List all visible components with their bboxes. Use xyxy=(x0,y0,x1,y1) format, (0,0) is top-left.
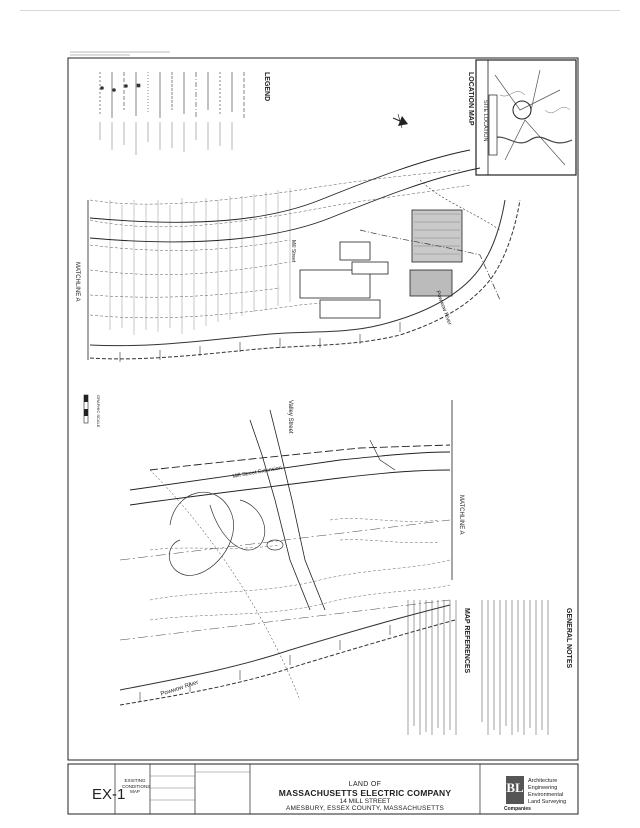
firm-service: Land Surveying xyxy=(528,799,567,805)
location-map-inset xyxy=(475,59,577,176)
title-block: LAND OF MASSACHUSETTS ELECTRIC COMPANY 1… xyxy=(255,781,475,812)
graphic-scale-label: GRAPHIC SCALE xyxy=(96,395,101,428)
upper-river xyxy=(89,199,521,360)
map-references-heading: MAP REFERENCES xyxy=(463,608,470,674)
legend-heading: LEGEND xyxy=(263,72,270,102)
general-notes-heading: GENERAL NOTES xyxy=(565,608,572,669)
graphic-scale-icon xyxy=(83,394,89,424)
map-references-text-lines xyxy=(407,600,457,735)
sheet-title: EXISTING CONDITIONS MAP xyxy=(122,778,151,794)
upper-plan-hatching xyxy=(109,188,291,335)
title-owner: MASSACHUSETTS ELECTRIC COMPANY xyxy=(278,788,452,798)
lower-plan-contours xyxy=(149,518,451,621)
title-address: 14 MILL STREET xyxy=(339,798,391,805)
loop-path xyxy=(169,492,284,576)
firm-service: Engineering xyxy=(528,785,558,791)
river-bank-ticks xyxy=(119,322,401,362)
matchline-upper-label: MATCHLINE A xyxy=(74,262,80,302)
legend-symbols xyxy=(99,72,245,118)
firm-name: Companies xyxy=(504,806,531,812)
title-block-border xyxy=(67,763,579,815)
sheet-number: EX-1 xyxy=(92,786,126,803)
title-line1: LAND OF xyxy=(348,781,382,788)
valley-street-label: Valley Street xyxy=(287,400,293,434)
location-map-heading: LOCATION MAP xyxy=(467,72,474,126)
firm-services: Architecture Engineering Environmental L… xyxy=(528,778,566,806)
firm-service: Environmental xyxy=(528,792,564,798)
matchline-lower-label: MATCHLINE A xyxy=(458,495,464,535)
general-notes-text-lines xyxy=(481,600,549,735)
lower-river xyxy=(119,604,456,706)
title-location: AMESBURY, ESSEX COUNTY, MASSACHUSETTS xyxy=(285,805,445,812)
firm-logo-icon: BL xyxy=(506,776,524,804)
north-arrow-icon xyxy=(392,113,408,129)
mill-street-label: Mill Street xyxy=(290,240,296,263)
buildings xyxy=(299,209,463,319)
site-location-label: SITE LOCATION xyxy=(482,100,488,142)
firm-service: Architecture xyxy=(528,778,558,784)
scan-border-line xyxy=(20,10,620,11)
mill-street-extension-lines xyxy=(129,444,451,506)
sheet-border xyxy=(67,57,579,761)
mill-street-lines xyxy=(89,149,481,243)
